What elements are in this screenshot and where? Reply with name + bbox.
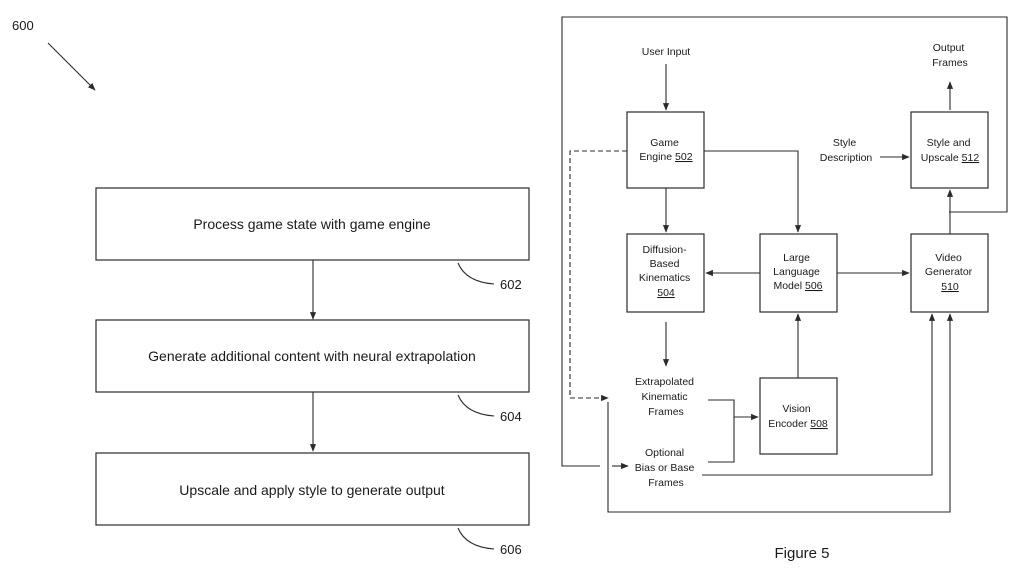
step-box-604: [95, 319, 530, 393]
step-label-606: Upscale and apply style to generate outp…: [179, 482, 445, 498]
ref-leader-604: [457, 394, 495, 417]
step-box-602: [95, 187, 530, 261]
ref-leader-606: [457, 527, 495, 550]
arrow-frames-to-encoder: [708, 399, 759, 421]
outer-loop-line: [561, 16, 1008, 467]
vision-encoder-box: [759, 377, 838, 455]
llm-box: [759, 233, 838, 313]
step-label-604: Generate additional content with neural …: [148, 348, 476, 364]
style-upscale-label: Style and Upscale 512: [921, 137, 980, 164]
ref-leader-602: [457, 262, 495, 285]
arrow-engine-to-llm: [704, 150, 802, 233]
step-box-606: [95, 452, 530, 526]
llm-label: Large Language Model 506: [773, 252, 823, 292]
diffusion-kinematics-box: [626, 233, 705, 313]
game-engine-label: Game Engine 502: [639, 137, 692, 163]
arrow-optional-to-video: [702, 313, 936, 476]
vision-encoder-label: Vision Encoder 508: [768, 403, 828, 430]
style-upscale-box: [910, 111, 989, 189]
user-input-label: User Input: [642, 46, 691, 58]
step-ref-602: 602: [500, 277, 522, 292]
line-optional-to-encoder: [708, 417, 735, 463]
step-ref-606: 606: [500, 542, 522, 557]
game-engine-box: [626, 111, 705, 189]
video-generator-label: Video Generator 510: [925, 252, 975, 293]
step-ref-604: 604: [500, 409, 522, 424]
diffusion-kinematics-label: Diffusion- Based Kinematics 504: [639, 244, 693, 299]
video-generator-box: [910, 233, 989, 313]
style-description-label: Style Description: [820, 137, 873, 164]
dashed-engine-to-frames: [569, 150, 627, 402]
step-label-602: Process game state with game engine: [193, 216, 431, 232]
output-frames-label: Output Frames: [932, 42, 968, 69]
extrapolated-frames-label: Extrapolated Kinematic Frames: [635, 376, 697, 418]
arrow-bottom-loop-to-video: [607, 313, 954, 513]
figure-caption: Figure 5: [774, 545, 829, 562]
figure-ref-arrow: [47, 42, 96, 91]
optional-frames-label: Optional Bias or Base Frames: [635, 447, 697, 489]
figure-ref-600: 600: [12, 18, 34, 33]
